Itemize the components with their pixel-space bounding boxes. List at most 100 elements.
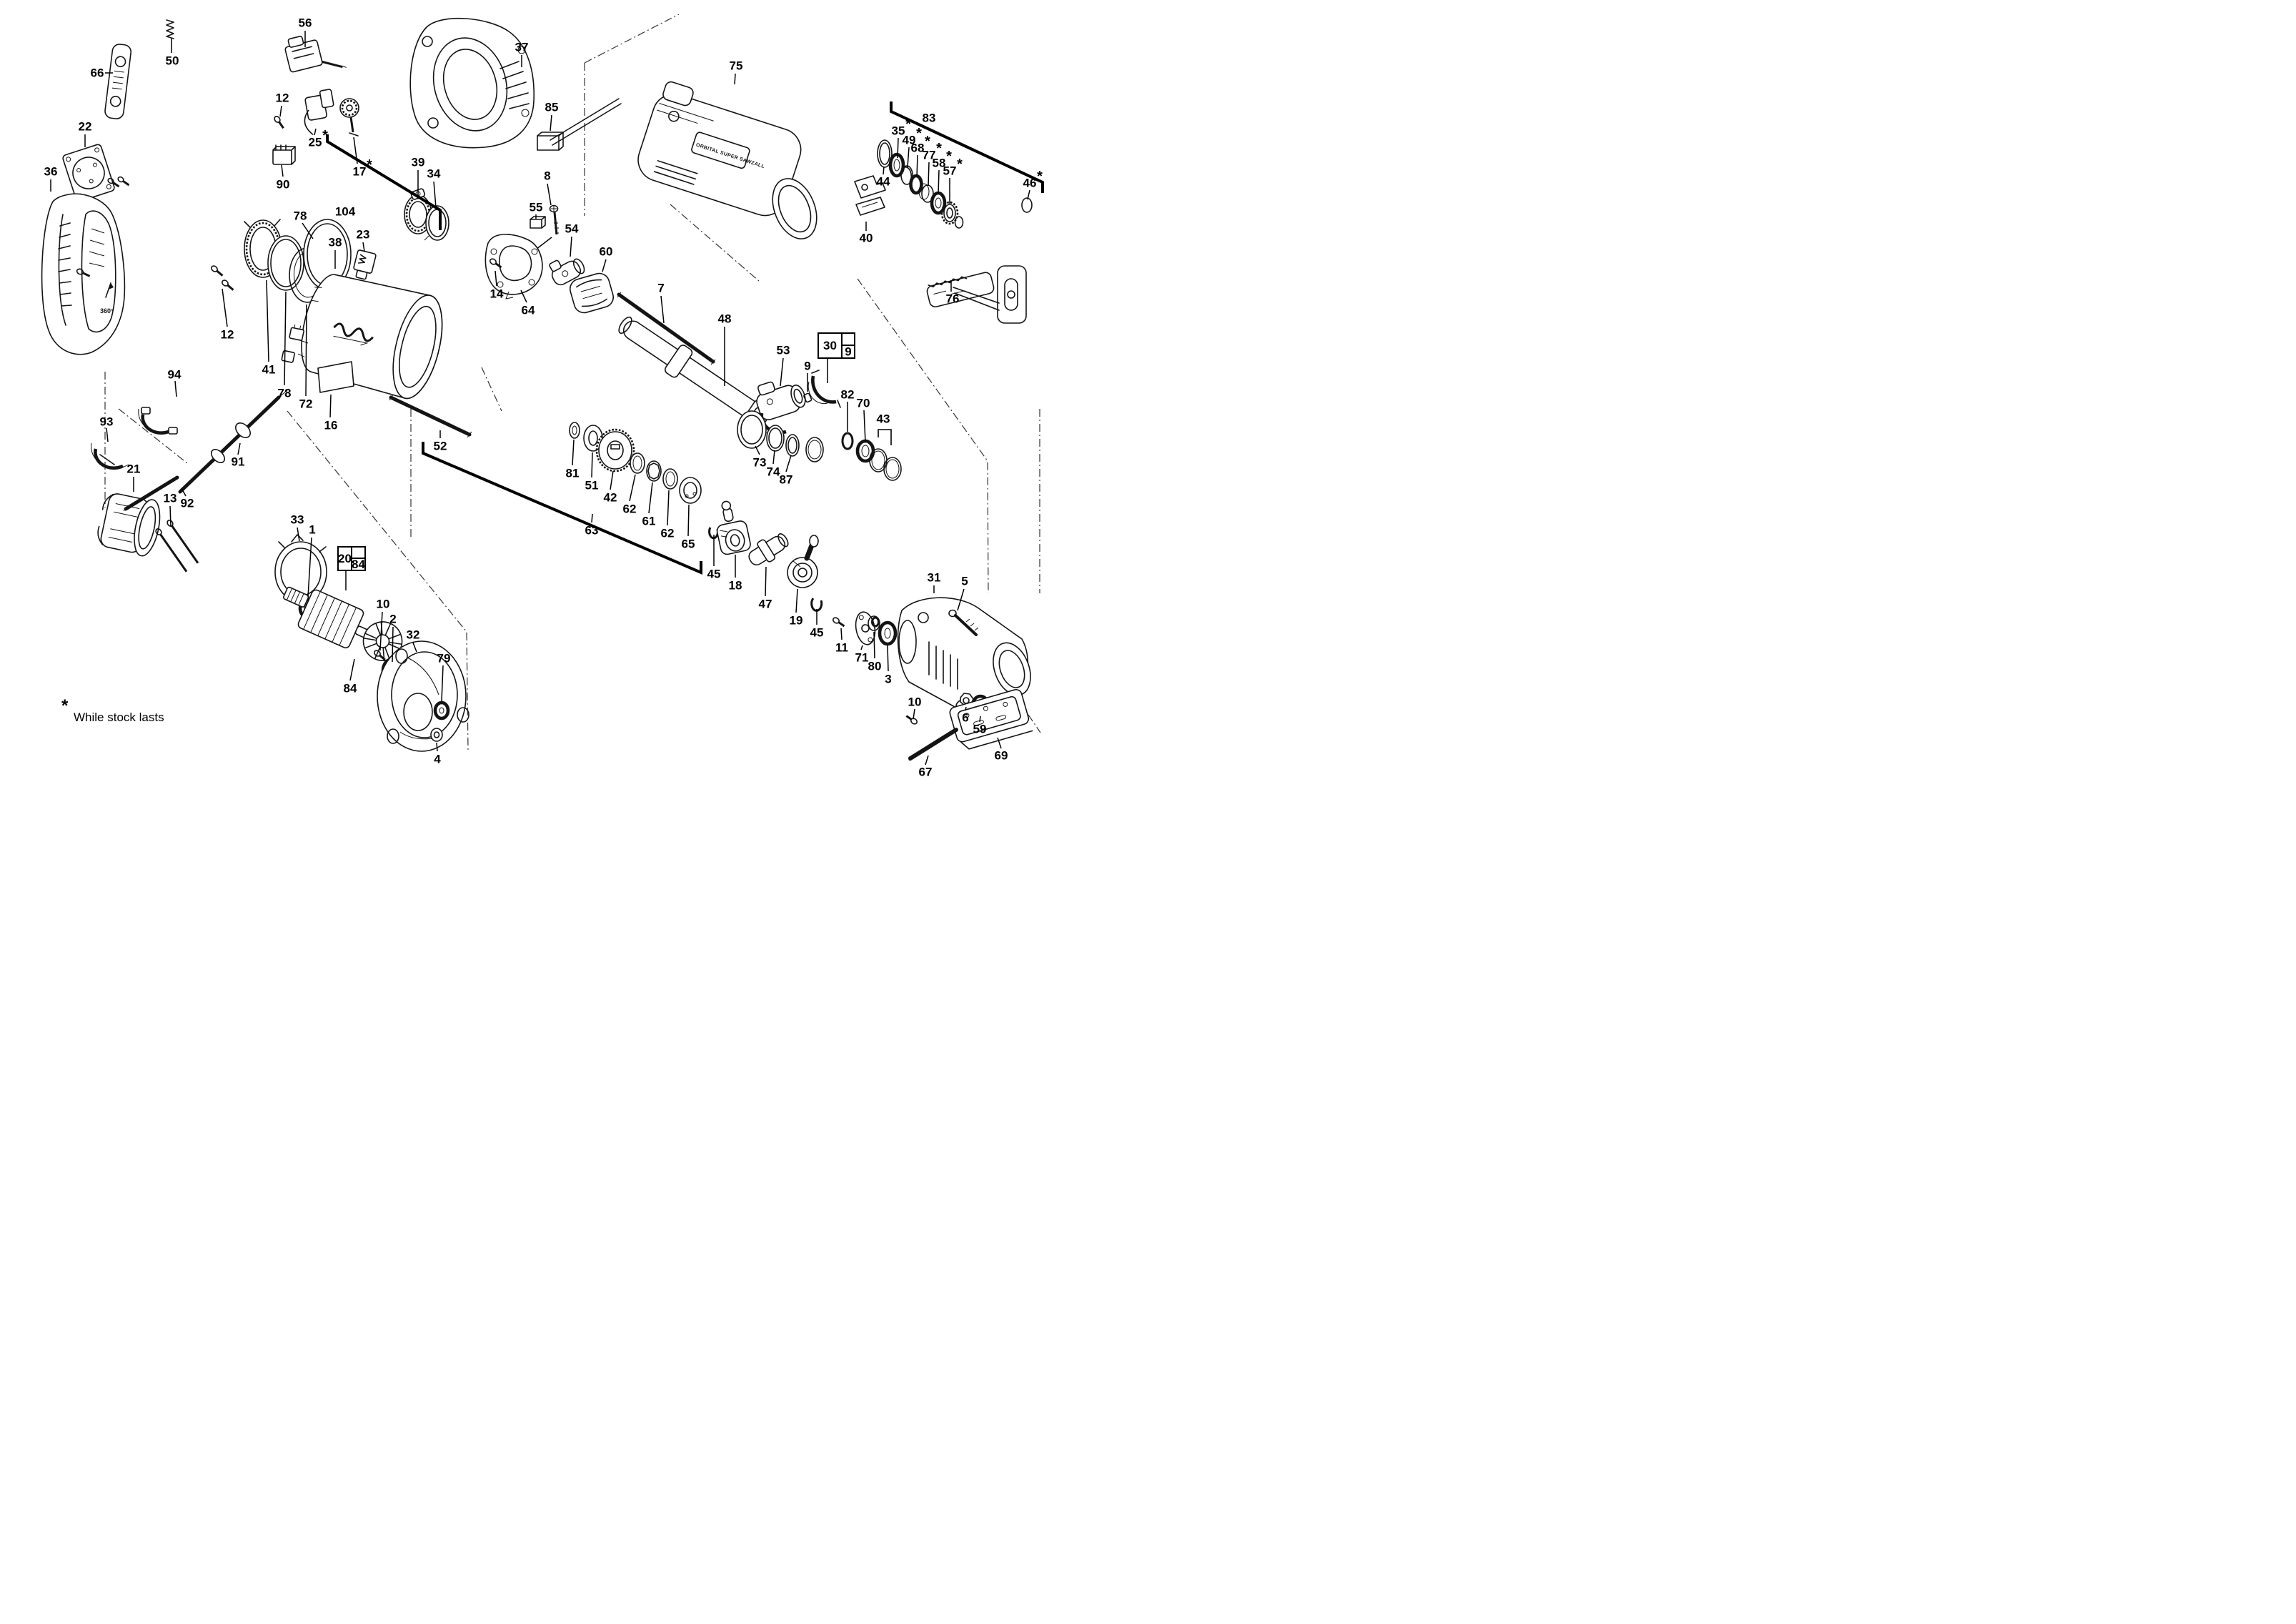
part-label-52: 52 xyxy=(434,440,447,453)
part-label-60: 60 xyxy=(600,245,613,259)
part-brush-bar-66 xyxy=(104,44,132,119)
parts-diagram-canvas: 360° xyxy=(0,0,1148,812)
stock-asterisk: * xyxy=(916,126,922,142)
part-end-bell-32 xyxy=(377,640,469,752)
part-connector-block-90 xyxy=(272,144,296,165)
part-boot-60 xyxy=(569,272,615,314)
footnote-text: While stock lasts xyxy=(74,710,164,724)
part-label-41: 41 xyxy=(262,363,276,377)
leader-85 xyxy=(550,114,552,132)
part-label-68: 68 xyxy=(911,142,925,155)
leader-14 xyxy=(495,270,497,287)
leader-81 xyxy=(572,439,575,466)
leader-41 xyxy=(266,279,269,362)
stock-asterisk: * xyxy=(936,141,942,157)
leader-77 xyxy=(928,162,930,187)
leader-12 xyxy=(222,288,228,327)
part-label-32: 32 xyxy=(407,628,420,642)
part-label-6: 6 xyxy=(962,711,968,725)
stock-asterisk: * xyxy=(322,128,328,144)
part-label-74: 74 xyxy=(767,465,780,479)
part-speed-dial-17 xyxy=(339,98,359,137)
part-terminal-block-55 xyxy=(530,216,546,229)
part-label-39: 39 xyxy=(412,156,425,169)
part-label-1: 1 xyxy=(309,523,315,537)
leader-90 xyxy=(281,164,284,177)
part-label-69: 69 xyxy=(995,749,1008,763)
part-label-63: 63 xyxy=(585,524,599,538)
leader-73 xyxy=(755,445,760,455)
part-label-38: 38 xyxy=(329,236,342,249)
leader-68 xyxy=(916,154,918,178)
part-coupler-54 xyxy=(549,258,585,286)
part-ring-45b xyxy=(810,598,823,612)
leader-69 xyxy=(997,737,1002,749)
leader-46 xyxy=(1027,189,1030,200)
part-label-33: 33 xyxy=(291,513,304,527)
part-label-19: 19 xyxy=(790,614,803,628)
leader-93 xyxy=(106,427,109,442)
part-cable-tie-85 xyxy=(537,98,622,151)
part-label-10: 10 xyxy=(908,695,922,709)
part-label-67: 67 xyxy=(919,766,933,779)
box-30-9-main: 30 xyxy=(823,339,837,352)
leader-92 xyxy=(181,487,187,497)
leader-54 xyxy=(570,236,572,257)
part-label-58: 58 xyxy=(933,157,946,170)
part-crank-19 xyxy=(787,535,819,588)
part-label-7: 7 xyxy=(657,282,664,295)
part-bearing-3 xyxy=(878,620,898,646)
part-o-ring-46 xyxy=(1021,197,1033,213)
centerline-6 xyxy=(670,204,760,282)
leader-60 xyxy=(602,259,607,272)
part-label-70: 70 xyxy=(857,397,870,410)
part-ring-87 xyxy=(785,434,800,457)
leader-61 xyxy=(648,482,653,514)
part-label-71: 71 xyxy=(855,651,869,665)
part-label-83: 83 xyxy=(923,112,936,125)
group-bracket-1 xyxy=(422,442,702,575)
part-spring-50 xyxy=(166,19,174,39)
part-washer-81 xyxy=(569,422,580,439)
leader-32 xyxy=(412,642,417,653)
part-label-75: 75 xyxy=(730,59,743,73)
part-label-73: 73 xyxy=(753,456,767,470)
part-label-56: 56 xyxy=(299,16,312,30)
footnote: * While stock lasts xyxy=(61,696,164,724)
part-label-65: 65 xyxy=(682,538,695,551)
part-ring-62a xyxy=(630,452,645,474)
part-pin-47 xyxy=(748,533,789,566)
part-label-37: 37 xyxy=(515,41,529,54)
part-screw-pair xyxy=(107,176,130,188)
part-label-91: 91 xyxy=(232,455,245,469)
part-label-45: 45 xyxy=(707,568,721,581)
part-label-80: 80 xyxy=(868,660,882,673)
leader-12 xyxy=(279,105,282,117)
handle-marking-360: 360° xyxy=(100,307,114,315)
part-screw-11 xyxy=(833,617,845,628)
part-label-93: 93 xyxy=(100,415,114,429)
centerline-7 xyxy=(857,278,989,594)
leader-1 xyxy=(307,537,312,598)
leader-13 xyxy=(169,505,172,527)
leader-7 xyxy=(660,295,665,324)
group-bracket-3 xyxy=(878,429,892,445)
part-label-43: 43 xyxy=(877,412,890,426)
leader-91 xyxy=(237,442,241,455)
part-label-31: 31 xyxy=(928,571,941,585)
group-bracket-0 xyxy=(326,134,442,230)
part-label-59: 59 xyxy=(973,723,987,736)
leader-10 xyxy=(379,611,383,651)
box-30-9-sub: 9 xyxy=(845,345,851,359)
stock-asterisk: * xyxy=(946,149,952,164)
part-label-62: 62 xyxy=(623,502,637,516)
part-o-rings-43 xyxy=(869,448,902,481)
part-label-61: 61 xyxy=(642,515,656,528)
milwaukee-script-logo xyxy=(333,322,374,346)
part-pin-9 xyxy=(803,392,812,403)
part-o-ring-82 xyxy=(841,432,854,450)
box-20-84-sub: 84 xyxy=(352,558,365,571)
group-brackets xyxy=(326,102,1044,575)
leader-10 xyxy=(913,708,915,720)
